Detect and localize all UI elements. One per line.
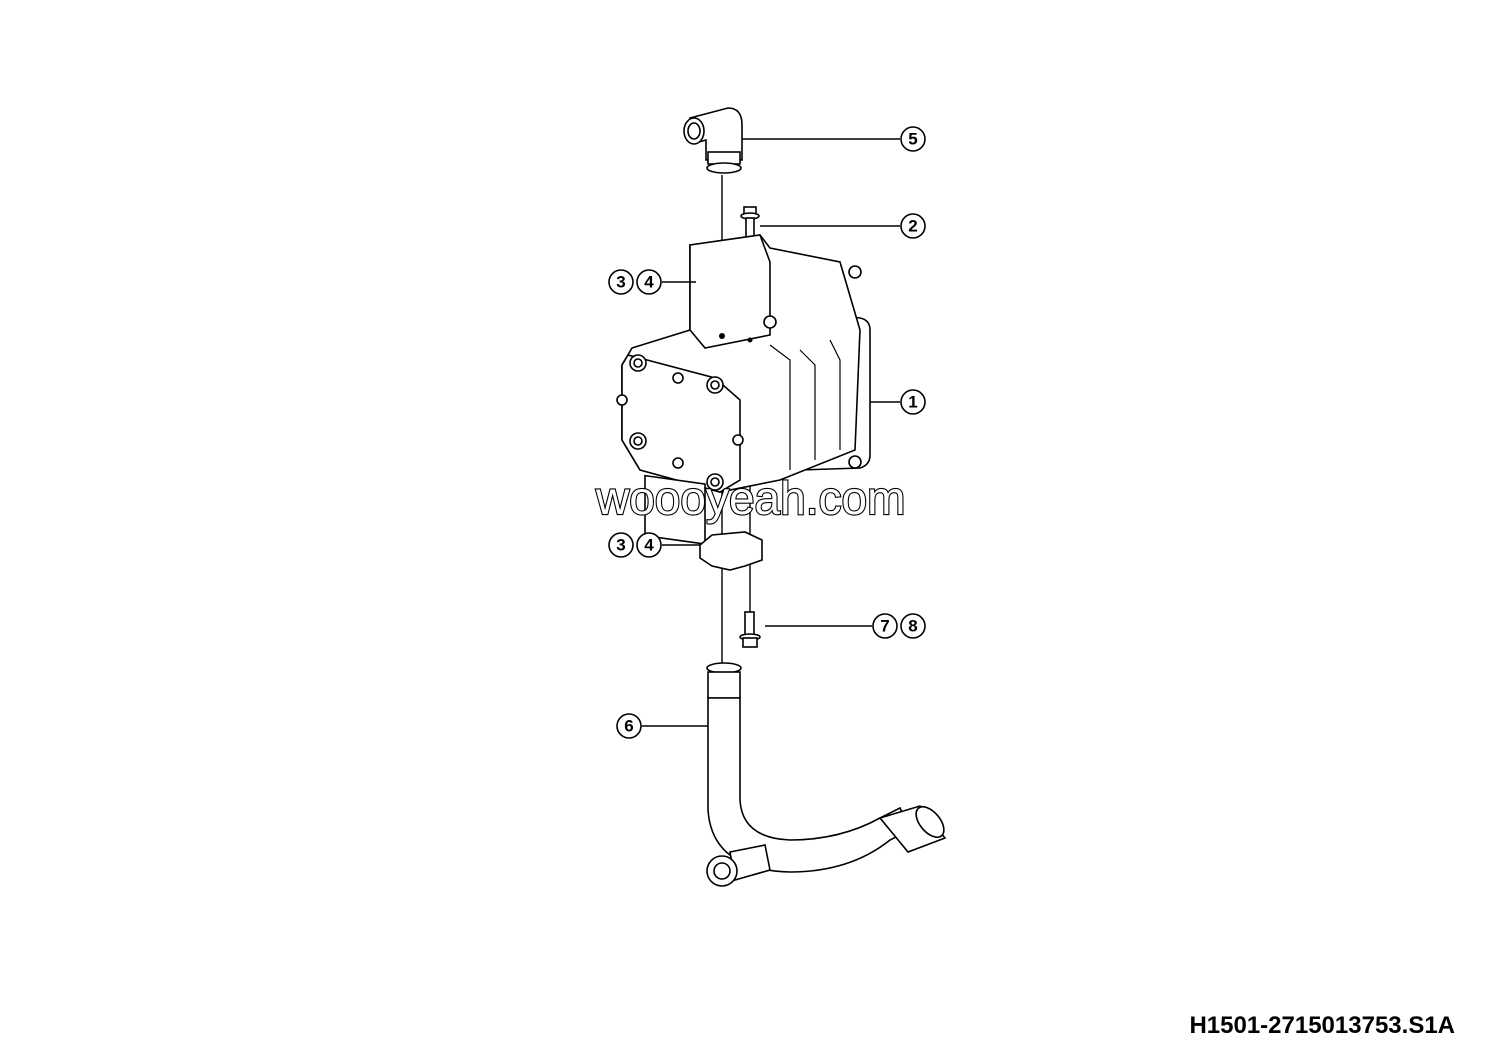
callout-4: 4 bbox=[644, 273, 654, 292]
callout-circle-4 bbox=[636, 269, 662, 295]
callout-circle-7 bbox=[872, 613, 898, 639]
drawing-id: H1501-2715013753.S1A bbox=[1189, 1012, 1455, 1039]
pump-body bbox=[616, 234, 871, 545]
callout-circle-8 bbox=[900, 613, 926, 639]
callout-2: 2 bbox=[908, 217, 917, 236]
callout-1: 1 bbox=[908, 393, 917, 412]
watermark: woooyeah.com bbox=[595, 472, 905, 524]
elbow-fitting bbox=[683, 107, 743, 174]
callout-3: 3 bbox=[616, 273, 625, 292]
callout-5: 5 bbox=[908, 130, 917, 149]
callout-circle-2 bbox=[900, 213, 926, 239]
callout-circle-4b bbox=[636, 532, 662, 558]
callout-circle-1 bbox=[900, 389, 926, 415]
callout-8: 8 bbox=[908, 617, 917, 636]
callout-6: 6 bbox=[624, 717, 633, 736]
callout-circle-3 bbox=[608, 269, 634, 295]
callout-circle-5 bbox=[900, 126, 926, 152]
flange-bottom bbox=[699, 531, 763, 571]
callout-3-lower: 3 bbox=[616, 536, 625, 555]
callout-circle-6 bbox=[616, 713, 642, 739]
callout-circle-3b bbox=[608, 532, 634, 558]
callout-4-lower: 4 bbox=[644, 536, 654, 555]
callout-7: 7 bbox=[880, 617, 889, 636]
bolt-bottom bbox=[739, 611, 761, 648]
suction-pipe bbox=[706, 662, 947, 887]
bolt-top bbox=[740, 206, 760, 241]
